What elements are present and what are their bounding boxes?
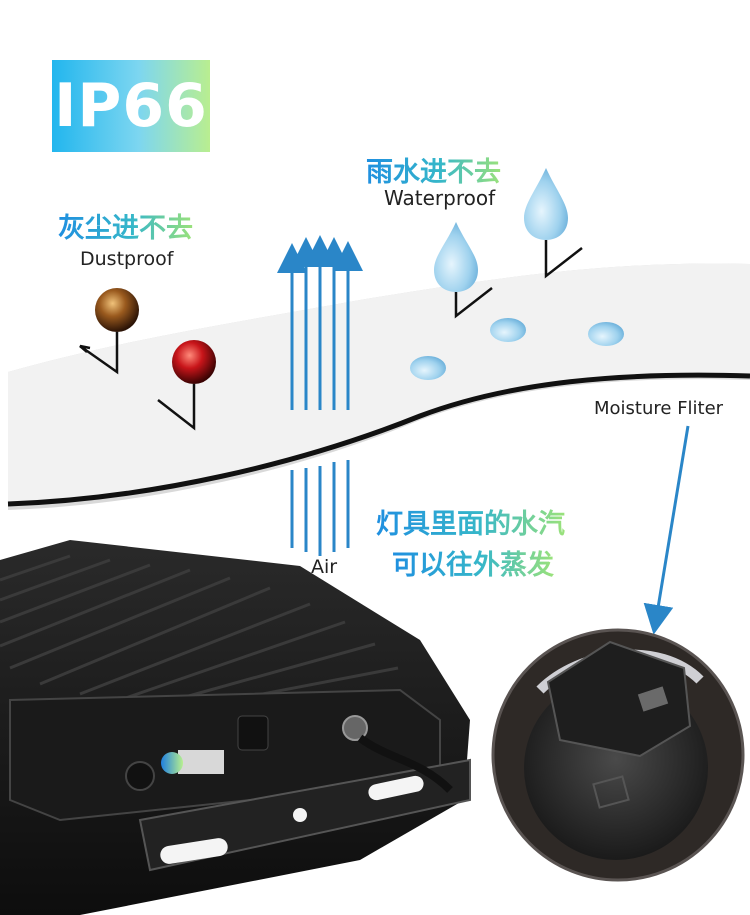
- moisture-filter-membrane: [7, 263, 750, 510]
- floodlight-housing: [0, 540, 471, 915]
- vapor-cn-line2: 可以往外蒸发: [392, 543, 554, 582]
- waterproof-en-label: Waterproof: [384, 186, 496, 210]
- filter-cap-zoom: [491, 628, 745, 882]
- filter-pointer-arrow: [643, 425, 690, 635]
- dustproof-cn-label: 灰尘进不去: [58, 206, 193, 245]
- vapor-cn-line1: 灯具里面的水汽: [376, 502, 565, 541]
- air-arrow-icon: [277, 235, 363, 556]
- ip66-badge: IP66: [52, 60, 210, 152]
- waterproof-cn-label: 雨水进不去: [366, 150, 501, 189]
- moisture-filter-label: Moisture Fliter: [594, 398, 724, 419]
- dust-particle-brown-icon: [79, 288, 139, 375]
- water-drop-icon: [410, 168, 624, 380]
- air-label: Air: [311, 556, 338, 578]
- dust-particle-red-icon: [157, 340, 216, 431]
- dustproof-en-label: Dustproof: [80, 248, 174, 270]
